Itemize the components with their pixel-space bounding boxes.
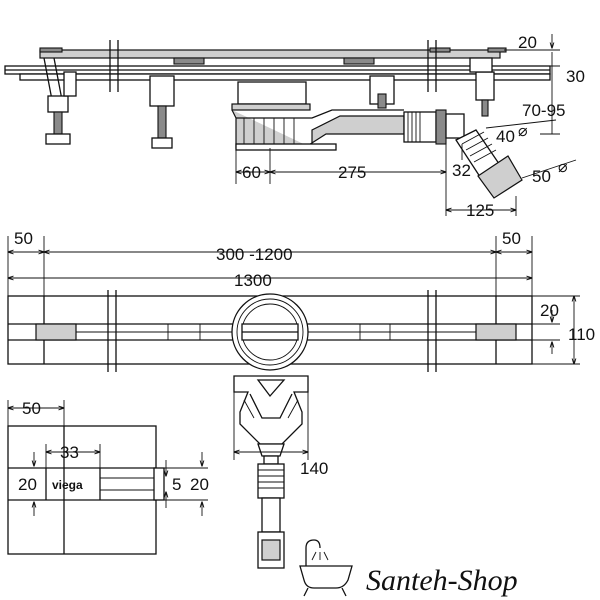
drain-outlet [231,293,309,371]
detail-dimension-20-right-label: 20 [190,475,209,494]
dimension-30: 30 [540,52,585,96]
adjustable-foot [469,57,495,117]
bathtub-icon [299,539,353,597]
dimension-40-label: 40 [496,127,515,146]
santeh-shop-logo: Santeh-Shop [299,539,518,597]
dimension-20: 20 [504,33,560,52]
dimension-32: 32 [452,144,471,180]
dimension-60-label: 60 [242,163,261,182]
dimension-140-label: 140 [300,459,328,478]
dimension-60-275: 60 275 [236,140,446,216]
dimension-50-label: 50 [532,167,551,186]
top-view: 50 300 -1200 50 1300 [7,229,595,569]
dimension-125-label: 125 [466,201,494,220]
trap-body [233,375,309,569]
detail-dimension-20-left-label: 20 [18,475,37,494]
outlet-elbow [403,109,523,199]
dimension-40-diameter: 40 ⌀ [485,119,557,146]
diameter-symbol: ⌀ [518,123,528,140]
detail-view: 50 viega 33 20 5 20 [7,399,209,555]
logo-text: Santeh-Shop [366,564,518,597]
dimension-125: 125 [446,196,516,220]
diameter-symbol: ⌀ [558,159,568,176]
dimension-70-95: 70-95 [522,96,565,135]
viega-brand-label: viega [52,478,83,492]
detail-dimension-50-label: 50 [22,399,41,418]
dimension-20-label: 20 [518,33,537,52]
side-view: 20 30 70-95 40 ⌀ 50 ⌀ 32 [4,33,585,220]
dimension-32-label: 32 [452,161,471,180]
adjustable-foot [43,57,77,145]
dimension-20-label: 20 [540,301,559,320]
dimension-50-left-label: 50 [14,229,33,248]
detail-dimension-5-label: 5 [172,475,181,494]
detail-dimension-33-label: 33 [60,443,79,462]
adjustable-foot [149,75,175,149]
dimension-275-label: 275 [338,163,366,182]
dimension-30-label: 30 [566,67,585,86]
drain-body [231,81,405,151]
dimension-50-right-label: 50 [502,229,521,248]
dimension-70-95-label: 70-95 [522,101,565,120]
adjustable-foot [369,75,395,109]
dimension-300-1200-label: 300 -1200 [216,245,293,264]
dimension-1300-label: 1300 [234,271,272,290]
dimension-110-label: 110 [568,325,595,344]
dimension-50-diameter: 50 ⌀ [521,159,577,186]
